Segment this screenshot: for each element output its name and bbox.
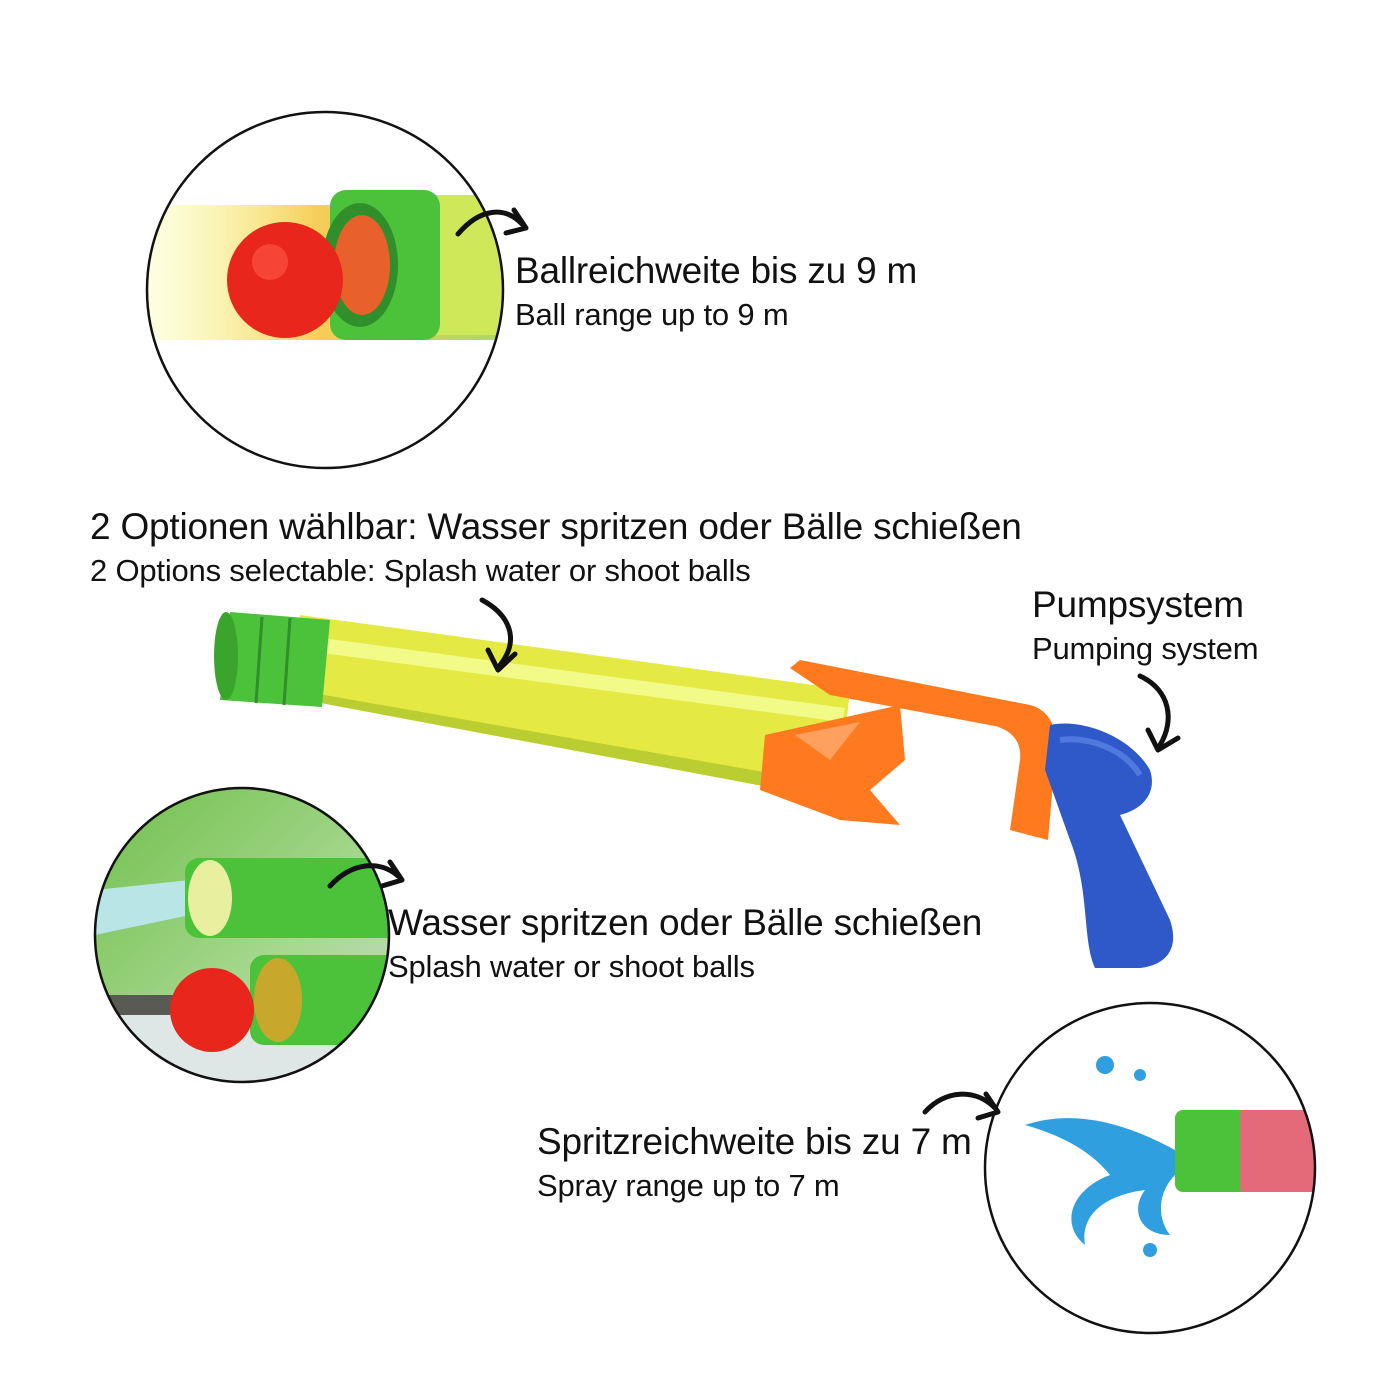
- pump-label: Pumpsystem Pumping system: [1032, 584, 1259, 666]
- water-splash-icon: [1025, 1118, 1175, 1245]
- curved-arrow-icon: [455, 209, 525, 237]
- spray-range-de: Spritzreichweite bis zu 7 m: [537, 1121, 972, 1162]
- modes-en: Splash water or shoot balls: [388, 948, 755, 984]
- modes-closeup: [93, 786, 391, 1084]
- modes-de: Wasser spritzen oder Bälle schießen: [388, 902, 983, 943]
- curved-arrow-icon: [1137, 673, 1171, 748]
- red-ball: [227, 222, 343, 338]
- orange-handle: [790, 660, 1057, 840]
- curved-arrow-icon: [479, 597, 513, 668]
- pump-en: Pumping system: [1032, 630, 1259, 666]
- curved-arrow-icon: [922, 1091, 998, 1115]
- options-label: 2 Optionen wählbar: Wasser spritzen oder…: [90, 506, 1022, 588]
- front-cap: [220, 612, 330, 707]
- ball-range-closeup: [145, 110, 505, 470]
- ball-range-de: Ballreichweite bis zu 9 m: [515, 250, 918, 291]
- options-de: 2 Optionen wählbar: Wasser spritzen oder…: [90, 506, 1022, 547]
- blue-pump-grip: [1045, 723, 1174, 968]
- curved-arrow-icon: [327, 863, 401, 889]
- spray-range-label: Spritzreichweite bis zu 7 m Spray range …: [537, 1121, 972, 1203]
- pump-de: Pumpsystem: [1032, 584, 1244, 625]
- options-en: 2 Options selectable: Splash water or sh…: [90, 552, 751, 588]
- water-blaster: [214, 612, 1174, 968]
- zoom-circle: [983, 1001, 1317, 1335]
- spray-range-en: Spray range up to 7 m: [537, 1167, 840, 1203]
- spray-range-closeup: [983, 1001, 1317, 1335]
- ball-range-label: Ballreichweite bis zu 9 m Ball range up …: [515, 250, 917, 332]
- zoom-circle: [93, 786, 391, 1084]
- ball-range-en: Ball range up to 9 m: [515, 296, 789, 332]
- zoom-circle: [145, 110, 505, 470]
- modes-label: Wasser spritzen oder Bälle schießen Spla…: [388, 902, 982, 984]
